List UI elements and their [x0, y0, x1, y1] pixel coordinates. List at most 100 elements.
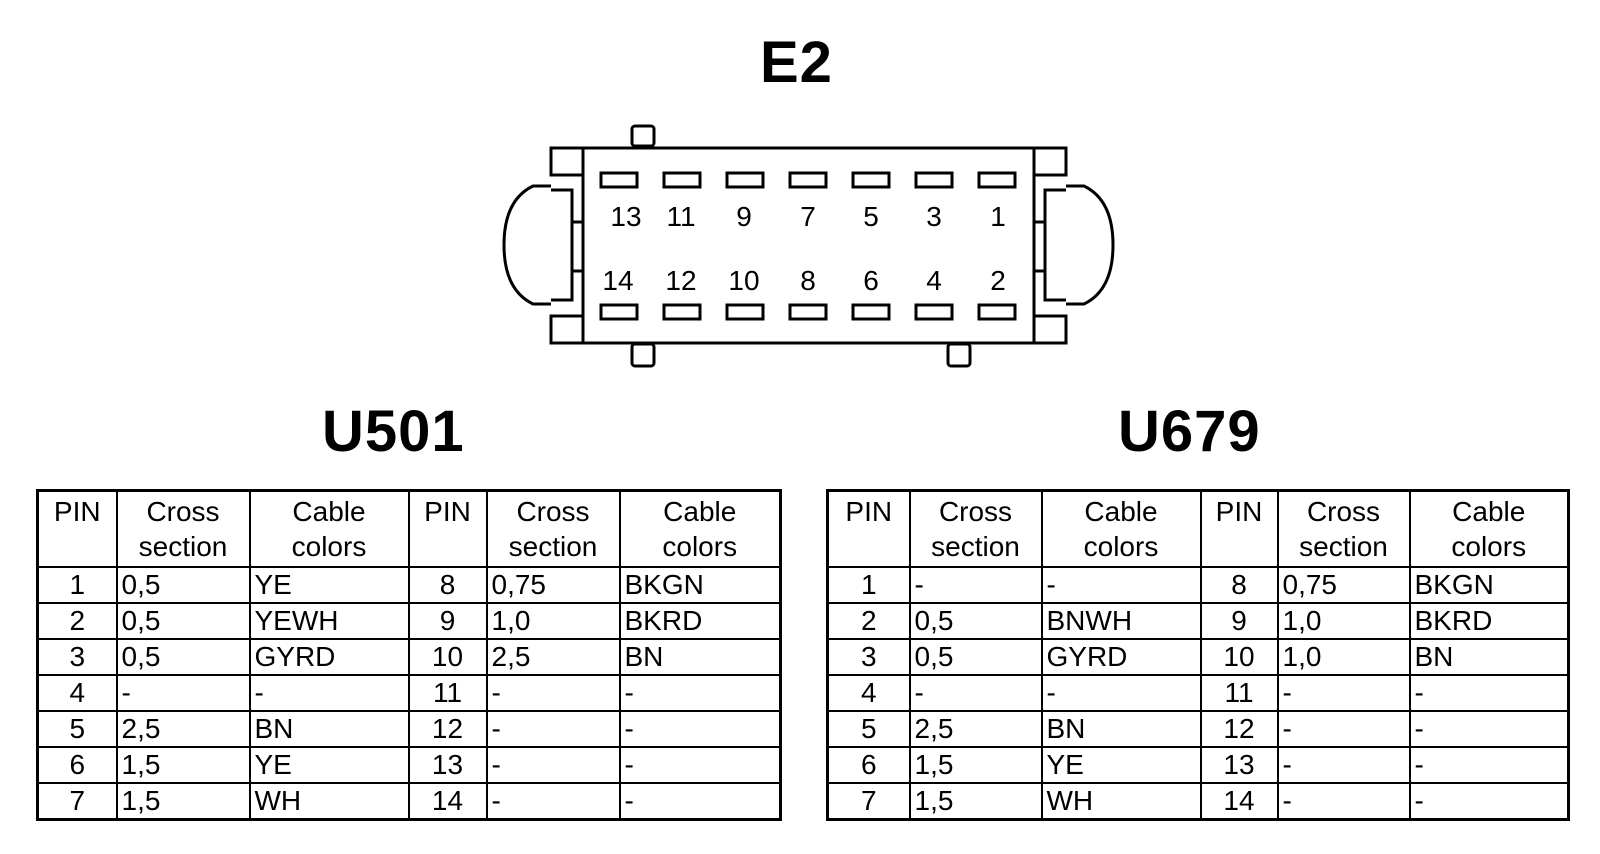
- connector-diagram: 13 11 9 7 5 3 1 14 12 10 8 6 4 2: [502, 124, 1115, 368]
- column-header: Cable colors: [618, 489, 782, 568]
- pin-number: 7: [800, 201, 816, 232]
- cross-section-cell: -: [1276, 674, 1411, 712]
- pin-cell: 12: [1199, 710, 1279, 748]
- cable-color-cell: BN: [1408, 638, 1570, 676]
- column-header: PIN: [407, 489, 488, 568]
- cross-section-cell: 0,5: [115, 638, 251, 676]
- pin-cell: 3: [826, 638, 911, 676]
- pin-cell: 11: [407, 674, 488, 712]
- column-header: Cross section: [485, 489, 621, 568]
- table-row: 4--11--: [826, 674, 1570, 712]
- pin-socket: [788, 303, 828, 321]
- inner-guide-right: [1043, 188, 1066, 302]
- cable-color-cell: WH: [1040, 782, 1202, 821]
- pin-cell: 7: [36, 782, 118, 821]
- pin-cell: 8: [407, 566, 488, 604]
- cross-section-cell: 2,5: [908, 710, 1043, 748]
- column-header: PIN: [36, 489, 118, 568]
- pin-cell: 12: [407, 710, 488, 748]
- pin-number: 13: [610, 201, 641, 232]
- pin-cell: 5: [826, 710, 911, 748]
- cross-section-cell: -: [115, 674, 251, 712]
- cross-section-cell: 0,5: [115, 566, 251, 604]
- pin-socket: [851, 171, 891, 189]
- cross-section-cell: 1,0: [1276, 602, 1411, 640]
- column-header: Cable colors: [1408, 489, 1570, 568]
- cross-section-cell: -: [908, 674, 1043, 712]
- cable-color-cell: GYRD: [248, 638, 410, 676]
- column-header: Cross section: [115, 489, 251, 568]
- cable-color-cell: BKGN: [618, 566, 782, 604]
- corner-block-top-left: [549, 146, 585, 177]
- pin-cell: 9: [407, 602, 488, 640]
- pin-number: 11: [666, 201, 695, 232]
- pin-cell: 8: [1199, 566, 1279, 604]
- cable-color-cell: -: [1408, 710, 1570, 748]
- cross-section-cell: 0,5: [115, 602, 251, 640]
- pin-cell: 2: [826, 602, 911, 640]
- latch-tab-top: [630, 124, 656, 148]
- side-ear-left: [502, 184, 551, 306]
- cable-color-cell: -: [618, 782, 782, 821]
- cable-color-cell: BN: [618, 638, 782, 676]
- cable-color-cell: YEWH: [248, 602, 410, 640]
- pin-number: 8: [800, 265, 816, 296]
- corner-block-bottom-left: [549, 314, 585, 345]
- cross-section-cell: -: [908, 566, 1043, 604]
- table-title-u501: U501: [322, 399, 465, 464]
- side-ear-right: [1066, 184, 1115, 306]
- column-header: Cross section: [1276, 489, 1411, 568]
- pin-cell: 7: [826, 782, 911, 821]
- cross-section-cell: -: [1276, 746, 1411, 784]
- cable-color-cell: YE: [248, 746, 410, 784]
- cross-section-cell: 1,5: [115, 782, 251, 821]
- pin-socket: [662, 171, 702, 189]
- pin-number: 6: [863, 265, 879, 296]
- cross-section-cell: 1,0: [1276, 638, 1411, 676]
- pin-cell: 10: [407, 638, 488, 676]
- cross-section-cell: 1,5: [908, 782, 1043, 821]
- inner-guide-left: [551, 188, 574, 302]
- pin-socket: [851, 303, 891, 321]
- cable-color-cell: BN: [1040, 710, 1202, 748]
- corner-block-bottom-right: [1032, 314, 1068, 345]
- pin-cell: 4: [36, 674, 118, 712]
- pin-socket: [977, 171, 1017, 189]
- cable-color-cell: -: [248, 674, 410, 712]
- pin-cell: 14: [407, 782, 488, 821]
- cross-section-cell: 2,5: [485, 638, 621, 676]
- pin-number: 14: [602, 265, 633, 296]
- cable-color-cell: -: [618, 746, 782, 784]
- cross-section-cell: 0,5: [908, 602, 1043, 640]
- cross-section-cell: 2,5: [115, 710, 251, 748]
- pin-cell: 3: [36, 638, 118, 676]
- pin-cell: 6: [36, 746, 118, 784]
- cross-section-cell: -: [485, 674, 621, 712]
- pin-cell: 14: [1199, 782, 1279, 821]
- column-header: PIN: [1199, 489, 1279, 568]
- cross-section-cell: 1,5: [115, 746, 251, 784]
- cable-color-cell: BKRD: [1408, 602, 1570, 640]
- pin-socket: [599, 303, 639, 321]
- pin-cell: 13: [1199, 746, 1279, 784]
- cable-color-cell: BKGN: [1408, 566, 1570, 604]
- column-header: Cross section: [908, 489, 1043, 568]
- cross-section-cell: 0,75: [485, 566, 621, 604]
- cross-section-cell: 0,75: [1276, 566, 1411, 604]
- pin-number: 4: [926, 265, 942, 296]
- pin-cell: 13: [407, 746, 488, 784]
- connector-housing: [583, 146, 1036, 345]
- cross-section-cell: 1,0: [485, 602, 621, 640]
- cable-color-cell: YE: [1040, 746, 1202, 784]
- cable-color-cell: -: [618, 710, 782, 748]
- corner-block-top-right: [1032, 146, 1068, 177]
- pin-socket: [662, 303, 702, 321]
